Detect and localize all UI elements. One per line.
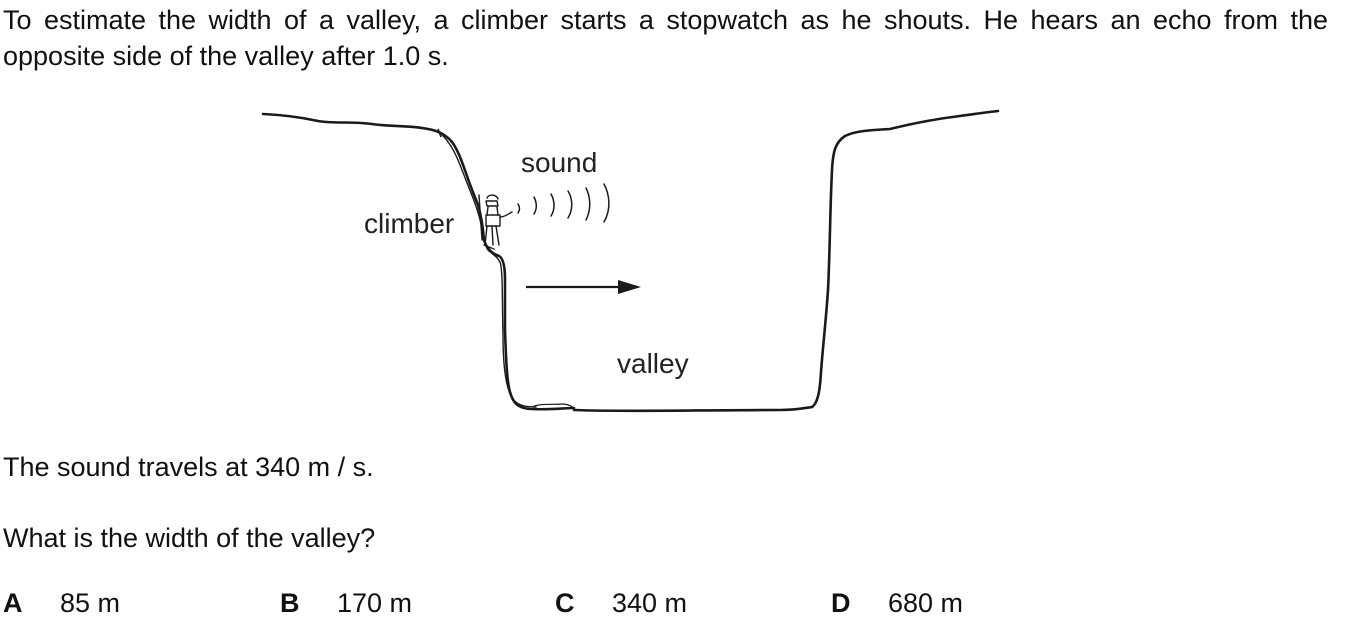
option-a-value: 85 m [60,588,121,618]
option-c-letter: C [555,588,575,618]
right-cliff-outline [810,109,1000,409]
option-d-letter: D [831,588,851,618]
option-b-value: 170 m [337,588,413,618]
speed-statement: The sound travels at 340 m / s. [3,452,374,482]
question-intro: To estimate the width of a valley, a cli… [3,5,1328,71]
valley-floor-detail [531,403,575,409]
answer-options: A 85 m B 170 m C 340 m D 680 m [0,585,1355,621]
question-prompt: What is the width of the valley? [3,523,376,553]
option-c-value: 340 m [612,588,688,618]
direction-arrow [526,280,641,294]
left-cliff-inner-edge [437,130,537,408]
sound-waves [517,183,610,223]
valley-label: valley [617,348,689,379]
option-a-letter: A [3,588,23,618]
valley-floor [572,405,814,413]
option-b-letter: B [280,588,300,618]
option-d-value: 680 m [888,588,964,618]
sound-label: sound [521,147,597,178]
climber-figure [478,194,513,250]
cliff-tick [437,128,442,138]
climber-label: climber [364,208,454,239]
